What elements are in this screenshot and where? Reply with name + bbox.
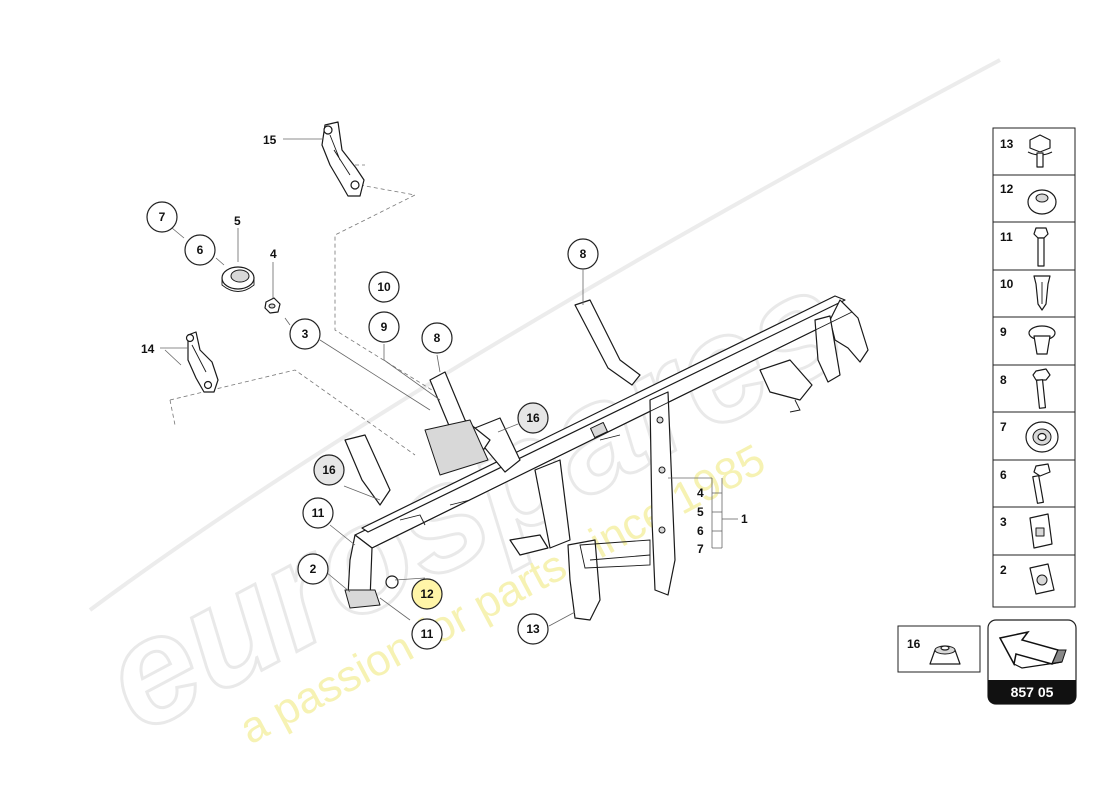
svg-text:16: 16 xyxy=(322,463,336,477)
svg-text:13: 13 xyxy=(1000,137,1014,151)
callout-circles: 7 6 3 10 9 8 8 16 xyxy=(146,201,599,650)
cross-car-beam[interactable] xyxy=(344,295,869,621)
svg-text:3: 3 xyxy=(1000,515,1007,529)
bracket-part-15[interactable] xyxy=(321,121,365,197)
callout-8-left[interactable]: 8 xyxy=(421,322,453,354)
group-label-1: 1 xyxy=(741,512,748,526)
group-label-6: 6 xyxy=(697,524,704,538)
callout-15: 15 xyxy=(263,133,277,147)
svg-text:7: 7 xyxy=(1000,420,1007,434)
callout-11-left[interactable]: 11 xyxy=(302,497,334,529)
svg-text:2: 2 xyxy=(310,562,317,576)
grommet-icon xyxy=(1025,421,1059,453)
callout-7[interactable]: 7 xyxy=(146,201,178,233)
svg-text:11: 11 xyxy=(312,506,325,520)
clip-nut-icon xyxy=(1029,513,1053,549)
group-label-4: 4 xyxy=(697,486,704,500)
svg-text:16: 16 xyxy=(907,637,921,651)
callout-8-top[interactable]: 8 xyxy=(567,238,599,270)
legend-item-13[interactable]: 13 xyxy=(1000,134,1053,168)
leader-lines xyxy=(160,138,738,627)
callout-9[interactable]: 9 xyxy=(368,311,400,343)
bolt-flange-icon xyxy=(1027,134,1053,168)
legend-item-3[interactable]: 3 xyxy=(1000,513,1053,549)
svg-text:8: 8 xyxy=(434,331,441,345)
hex-bolt-icon xyxy=(1032,368,1051,409)
svg-text:9: 9 xyxy=(1000,325,1007,339)
watermark-brand: eurospares xyxy=(76,235,869,763)
svg-text:6: 6 xyxy=(1000,468,1007,482)
callout-6[interactable]: 6 xyxy=(184,234,216,266)
cap-nut-icon xyxy=(929,645,961,665)
svg-text:11: 11 xyxy=(1000,230,1013,244)
svg-text:13: 13 xyxy=(526,622,540,636)
svg-text:8: 8 xyxy=(580,247,587,261)
washer-cap-icon xyxy=(1027,189,1057,215)
long-bolt-icon xyxy=(1033,227,1049,267)
callout-16-right[interactable]: 16 xyxy=(517,402,549,434)
legend-item-10[interactable]: 10 xyxy=(1000,275,1051,311)
diagram-code-box: 857 05 xyxy=(987,619,1077,705)
callout-16-left[interactable]: 16 xyxy=(313,454,345,486)
grommet-part-5[interactable] xyxy=(221,266,255,292)
svg-text:12: 12 xyxy=(1000,182,1014,196)
callout-3[interactable]: 3 xyxy=(289,318,321,350)
group-label-7: 7 xyxy=(697,542,704,556)
callout-14: 14 xyxy=(141,342,155,356)
svg-text:3: 3 xyxy=(302,327,309,341)
callout-plain-labels: 15 14 5 4 4 5 6 7 1 xyxy=(141,133,748,556)
svg-text:12: 12 xyxy=(420,587,434,601)
callout-4: 4 xyxy=(270,247,277,261)
diagram-code: 857 05 xyxy=(1011,684,1054,700)
parts-legend: 13 12 11 10 xyxy=(992,127,1076,608)
push-rivet-icon xyxy=(1028,325,1056,355)
callout-11-bottom[interactable]: 11 xyxy=(411,618,443,650)
svg-text:16: 16 xyxy=(526,411,540,425)
group-label-5: 5 xyxy=(697,505,704,519)
legend-item-2[interactable]: 2 xyxy=(1000,563,1055,595)
svg-text:10: 10 xyxy=(377,280,391,294)
callout-5: 5 xyxy=(234,214,241,228)
legend-item-8[interactable]: 8 xyxy=(1000,368,1051,409)
clip-part-4[interactable] xyxy=(264,297,281,314)
svg-text:10: 10 xyxy=(1000,277,1014,291)
cage-nut-icon xyxy=(1029,563,1055,595)
svg-text:11: 11 xyxy=(421,627,434,641)
direction-arrow-icon xyxy=(998,630,1067,669)
svg-text:9: 9 xyxy=(381,320,388,334)
expansion-clip-icon xyxy=(1033,275,1051,311)
legend-item-9[interactable]: 9 xyxy=(1000,325,1056,355)
legend-item-12[interactable]: 12 xyxy=(1000,182,1057,215)
assembly-guide-lines xyxy=(169,164,441,456)
svg-text:8: 8 xyxy=(1000,373,1007,387)
legend-item-16[interactable]: 16 xyxy=(897,625,981,673)
svg-text:6: 6 xyxy=(197,243,204,257)
legend-item-7[interactable]: 7 xyxy=(1000,420,1059,453)
callout-10[interactable]: 10 xyxy=(368,271,400,303)
svg-text:7: 7 xyxy=(159,210,166,224)
callout-2[interactable]: 2 xyxy=(297,553,329,585)
bolt-icon xyxy=(1032,463,1051,504)
legend-item-6[interactable]: 6 xyxy=(1000,463,1051,504)
legend-item-11[interactable]: 11 xyxy=(1000,227,1049,267)
callout-12[interactable]: 12 xyxy=(411,578,443,610)
svg-text:2: 2 xyxy=(1000,563,1007,577)
callout-13[interactable]: 13 xyxy=(517,613,549,645)
bracket-part-14[interactable] xyxy=(185,331,219,393)
